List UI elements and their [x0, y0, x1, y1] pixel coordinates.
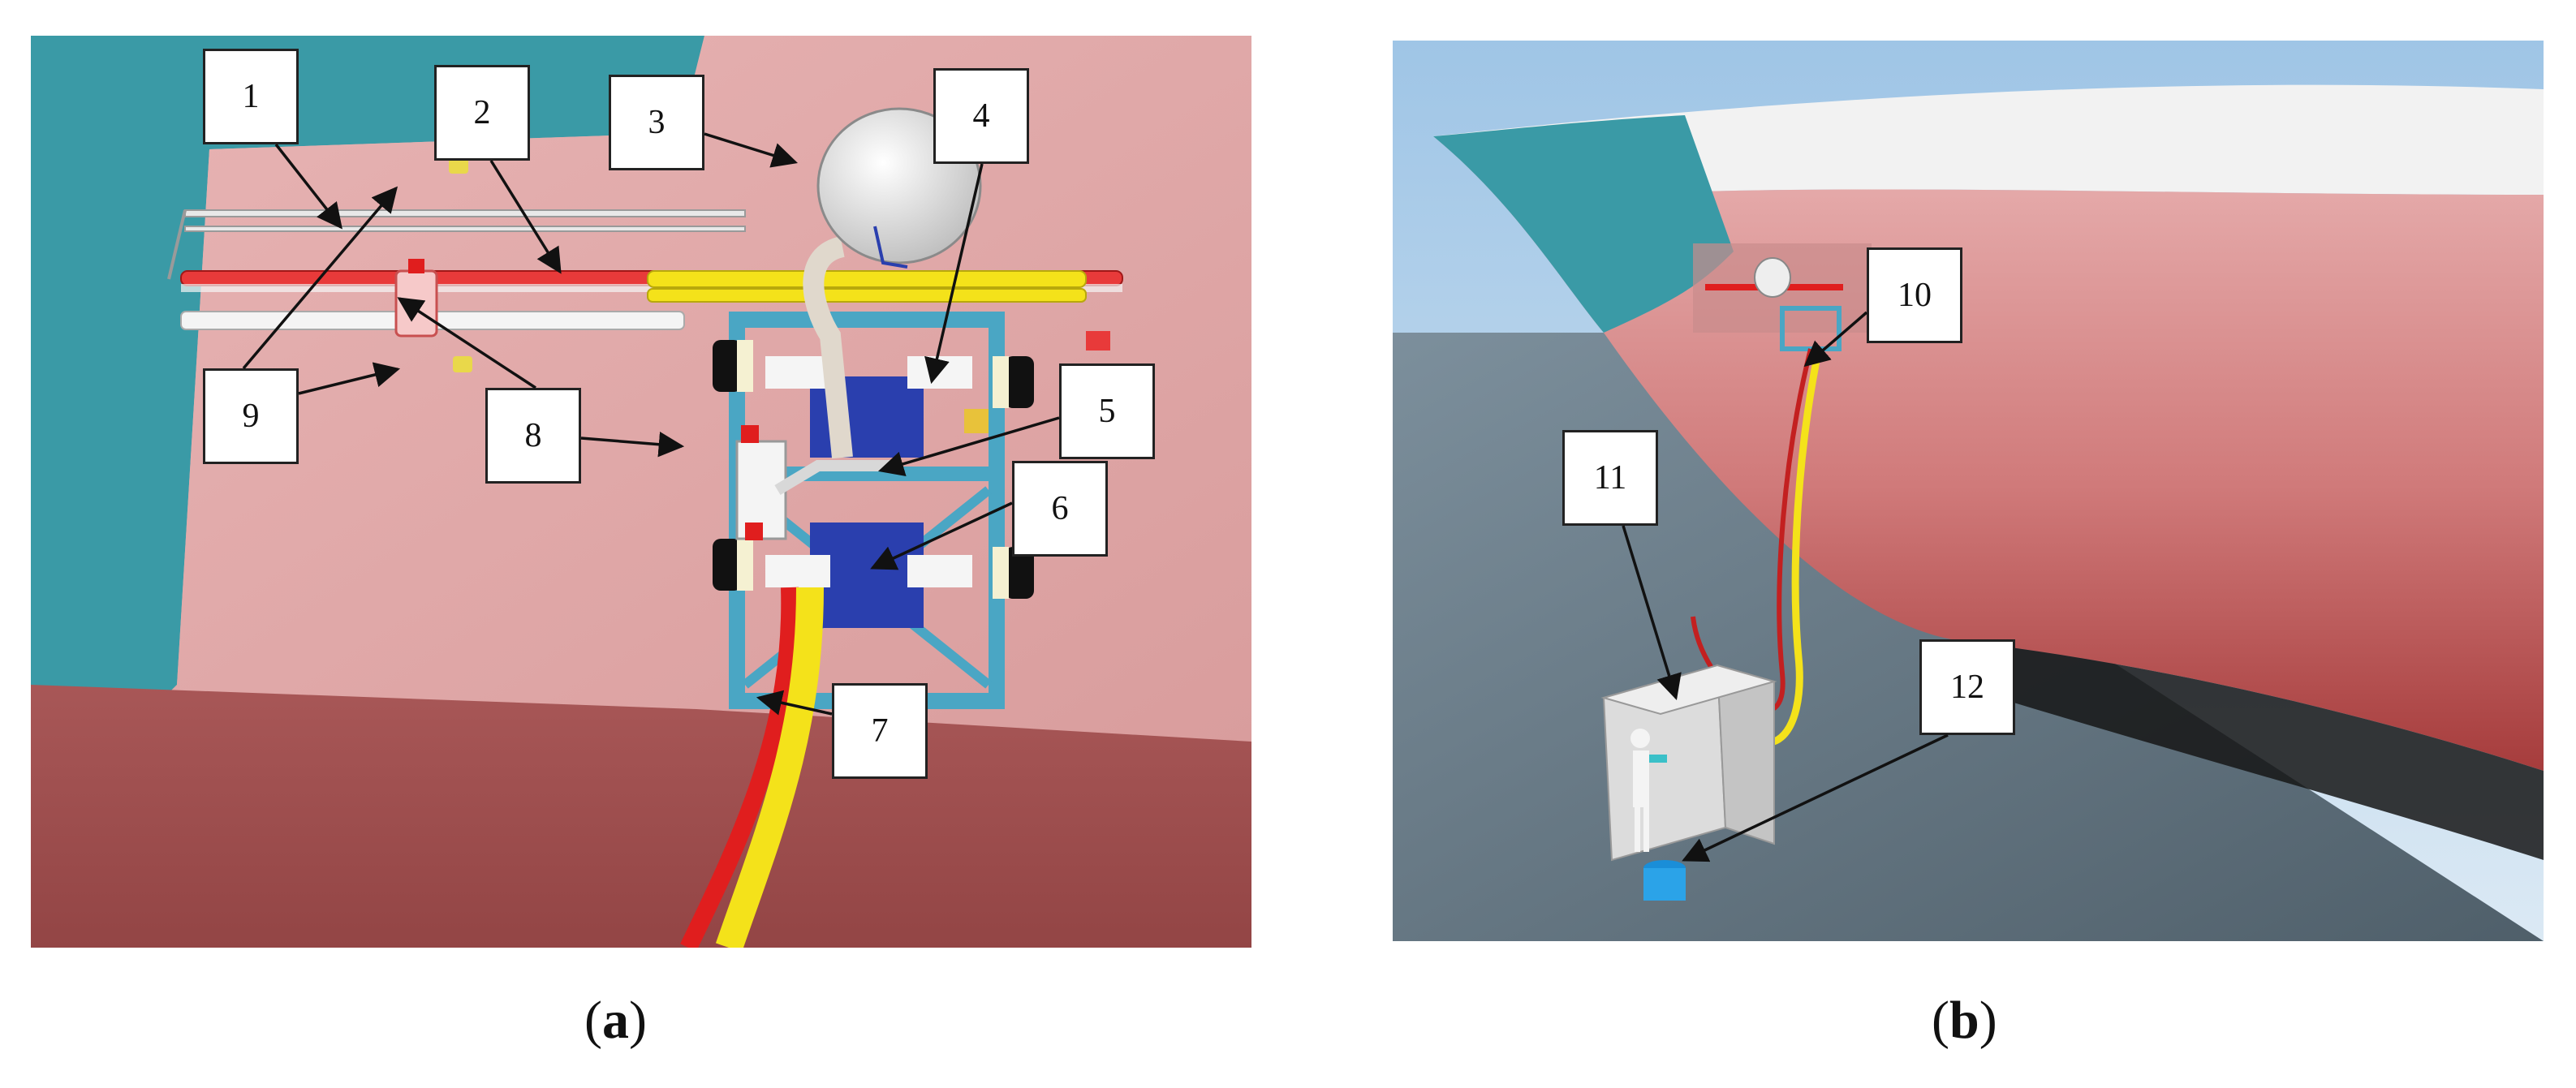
panel-b-render	[1393, 41, 2544, 941]
bucket	[1643, 868, 1686, 901]
teal-hull-section	[31, 36, 704, 701]
ship-overview-illustration	[1393, 41, 2544, 941]
callout-6: 6	[1012, 461, 1108, 557]
operator-figure	[1630, 729, 1667, 852]
callout-5: 5	[1059, 363, 1155, 459]
caption-a: (a)	[584, 991, 647, 1050]
callout-11: 11	[1562, 430, 1658, 526]
hose-yellow	[715, 587, 824, 948]
control-cabinet	[1600, 664, 1777, 862]
callout-3: 3	[609, 75, 704, 170]
ship-bow-teal	[1433, 115, 1734, 333]
guide-upper	[449, 157, 468, 174]
callout-12: 12	[1919, 639, 2015, 735]
callout-2: 2	[434, 65, 530, 161]
caption-b: (b)	[1932, 991, 1997, 1050]
caption-b-letter: b	[1949, 991, 1979, 1050]
callout-10: 10	[1867, 247, 1962, 343]
callout-4: 4	[933, 68, 1029, 164]
ship-deck	[1433, 84, 2544, 203]
callout-7: 7	[832, 683, 928, 779]
hose-red	[680, 587, 799, 948]
callout-1: 1	[203, 49, 299, 144]
callout-9: 9	[203, 368, 299, 464]
guide-lower	[453, 356, 472, 372]
caption-a-letter: a	[601, 991, 629, 1050]
rail-carriage	[394, 269, 438, 338]
waterline-band	[31, 685, 1251, 948]
callout-8: 8	[485, 388, 581, 484]
